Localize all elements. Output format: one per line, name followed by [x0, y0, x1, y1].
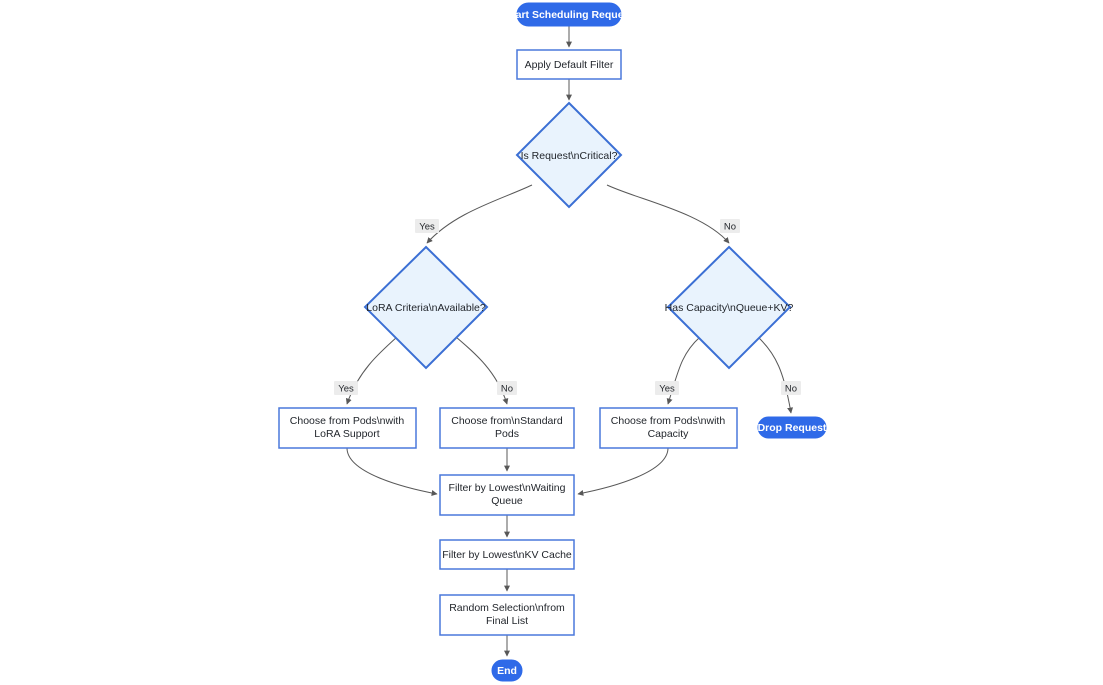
node-label: Drop Request [758, 422, 827, 434]
decision-shape [666, 245, 792, 370]
edge-label-text: Yes [659, 384, 675, 395]
node-filter-by-lowest-waiting-queue[interactable]: Filter by Lowest\nWaiting Queue [439, 474, 575, 516]
process-shape [599, 407, 738, 449]
edge-label-layer: Yes No Yes No Yes No [334, 219, 801, 395]
node-label: Filter by Lowest\nKV Cache [442, 549, 572, 561]
edge-label-has-capacity-yes: Yes [655, 381, 679, 395]
node-label-line-2: Final List [486, 615, 528, 627]
node-label: End [497, 665, 517, 677]
process-shape [516, 49, 622, 80]
edge-label-lora-criteria-no: No [497, 381, 517, 395]
edge-is-critical-to-has-capacity [606, 184, 730, 244]
node-label-line-1: Choose from Pods\nwith [290, 415, 405, 427]
node-label-line-1: Filter by Lowest\nWaiting [449, 482, 566, 494]
process-shape [439, 539, 575, 570]
edge-label-text: No [785, 384, 797, 395]
node-label-line-2: Capacity [648, 428, 690, 440]
edge-is-critical-to-lora-criteria [426, 184, 533, 244]
node-choose-from-pods-with-lora-support[interactable]: Choose from Pods\nwith LoRA Support [278, 407, 417, 449]
edge-has-capacity-to-drop-request [757, 336, 794, 414]
node-start-scheduling-request[interactable]: Start Scheduling Request [505, 2, 633, 27]
node-is-request-critical[interactable]: Is Request\nCritical? [515, 101, 623, 209]
edge-label-text: Yes [419, 222, 435, 233]
node-apply-default-filter[interactable]: Apply Default Filter [516, 49, 622, 80]
node-label-line-2: Queue [491, 495, 523, 507]
edge-label-text: Yes [338, 384, 354, 395]
node-filter-by-lowest-kv-cache[interactable]: Filter by Lowest\nKV Cache [439, 539, 575, 570]
node-drop-request[interactable]: Drop Request [757, 416, 827, 439]
edge-layer [345, 26, 794, 657]
node-end[interactable]: End [491, 659, 523, 682]
node-label-line-1: Choose from Pods\nwith [611, 415, 726, 427]
edge-choose-lora-to-filter-queue [346, 447, 438, 496]
process-shape [439, 407, 575, 449]
node-label-line-2: Pods [495, 428, 519, 440]
decision-shape [515, 101, 623, 209]
edge-label-has-capacity-no: No [781, 381, 801, 395]
terminal-shape [516, 2, 622, 27]
node-label-line-2: LoRA Support [314, 428, 379, 440]
node-lora-criteria-available[interactable]: LoRA Criteria\nAvailable? [363, 245, 489, 370]
edge-label-text: No [724, 222, 736, 233]
node-choose-from-standard-pods[interactable]: Choose from\nStandard Pods [439, 407, 575, 449]
node-layer: Start Scheduling Request Apply Default F… [278, 2, 827, 682]
node-label: Start Scheduling Request [505, 9, 633, 21]
node-label: Has Capacity\nQueue+KV? [665, 302, 794, 314]
terminal-shape [491, 659, 523, 682]
process-shape [439, 474, 575, 516]
decision-shape [363, 245, 489, 370]
edge-label-is-critical-no: No [720, 219, 740, 233]
node-label-line-1: Random Selection\nfrom [449, 602, 565, 614]
edge-label-lora-criteria-yes: Yes [334, 381, 358, 395]
node-choose-from-pods-with-capacity[interactable]: Choose from Pods\nwith Capacity [599, 407, 738, 449]
process-shape [278, 407, 417, 449]
node-random-selection-from-final-list[interactable]: Random Selection\nfrom Final List [439, 594, 575, 636]
edge-label-is-critical-yes: Yes [415, 219, 439, 233]
terminal-shape [757, 416, 827, 439]
process-shape [439, 594, 575, 636]
edge-choose-capacity-to-filter-queue [577, 447, 669, 496]
edge-label-text: No [501, 384, 513, 395]
node-has-capacity-queue-kv[interactable]: Has Capacity\nQueue+KV? [665, 245, 794, 370]
node-label: Is Request\nCritical? [521, 150, 618, 162]
edge-has-capacity-to-choose-capacity [666, 336, 701, 405]
node-label: LoRA Criteria\nAvailable? [366, 302, 486, 314]
node-label: Apply Default Filter [525, 59, 614, 71]
node-label-line-1: Choose from\nStandard [451, 415, 563, 427]
